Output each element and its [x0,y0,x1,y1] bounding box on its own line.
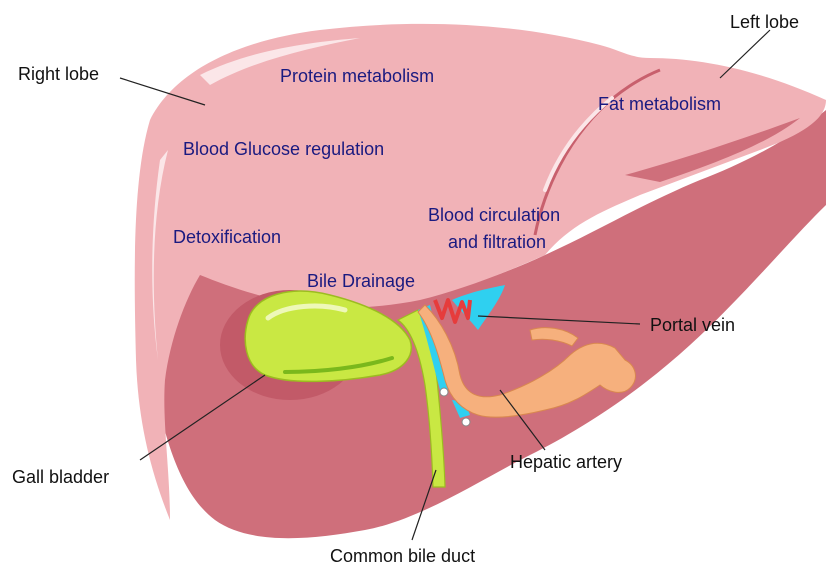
vessel-cut-1 [462,418,470,426]
label-right-lobe: Right lobe [18,64,99,84]
function-circulation-1: Blood circulation [428,205,560,225]
vessel-cut-2 [440,388,448,396]
function-protein: Protein metabolism [280,66,434,86]
label-common-bile-duct: Common bile duct [330,546,475,566]
function-bile: Bile Drainage [307,271,415,291]
label-hepatic-artery: Hepatic artery [510,452,622,472]
function-glucose: Blood Glucose regulation [183,139,384,159]
label-portal-vein: Portal vein [650,315,735,335]
function-circulation-2: and filtration [448,232,546,252]
leader-left-lobe [720,30,770,78]
label-gall-bladder: Gall bladder [12,467,109,487]
function-fat: Fat metabolism [598,94,721,114]
function-detox: Detoxification [173,227,281,247]
label-left-lobe: Left lobe [730,12,799,32]
